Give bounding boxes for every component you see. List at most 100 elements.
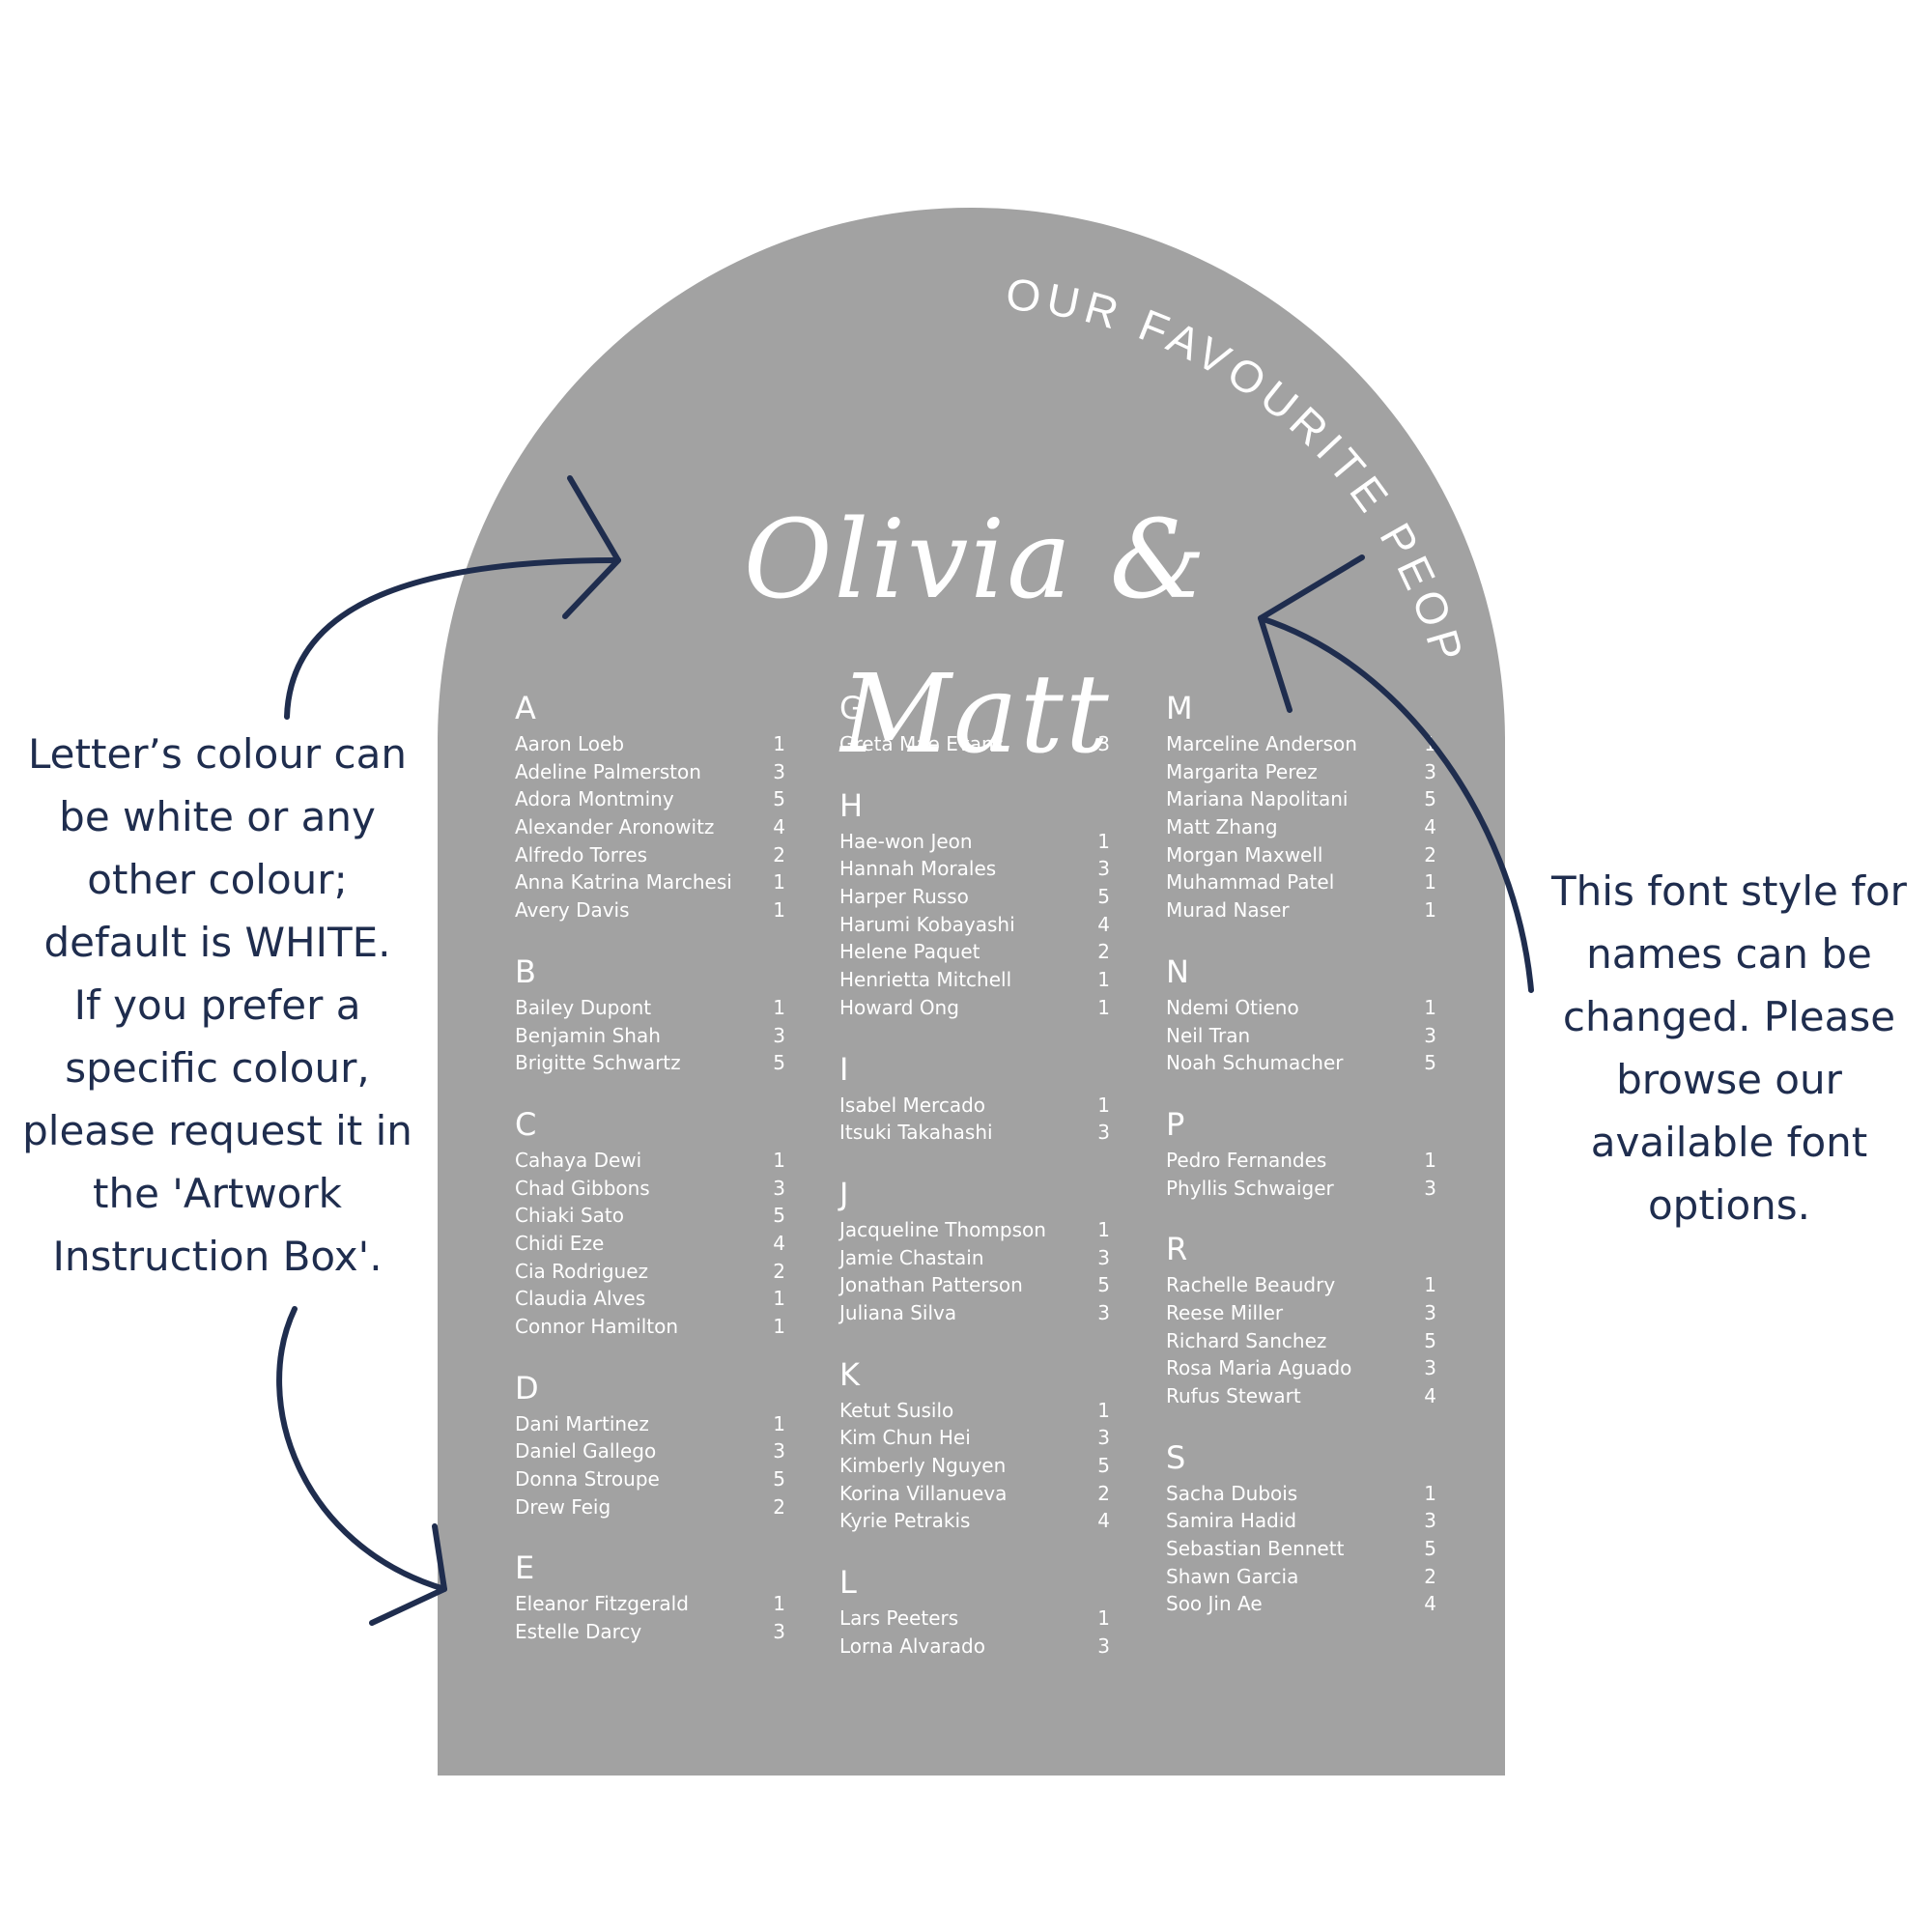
guest-name: Drew Feig (515, 1494, 611, 1519)
guest-name: Benjamin Shah (515, 1023, 661, 1047)
guest-name: Howard Ong (839, 995, 959, 1019)
guest-name: Rufus Stewart (1166, 1384, 1301, 1407)
table-number: 1 (1424, 870, 1436, 895)
table-number: 2 (1097, 940, 1110, 964)
guest-row: Harper Russo 5 (839, 883, 1110, 911)
table-number: 3 (1424, 1356, 1436, 1380)
guest-name: Kim Chun Hei (839, 1426, 971, 1450)
table-number: 5 (1097, 885, 1110, 909)
table-number: 4 (1424, 1384, 1436, 1407)
group-letter: S (1166, 1438, 1186, 1476)
guest-name: Cahaya Dewi (515, 1148, 642, 1172)
guest-name: Helene Paquet (839, 940, 980, 964)
couple-names: Olivia & Matt (743, 497, 1208, 778)
table-number: 4 (1097, 912, 1110, 936)
guest-name: Greta Mae Evans (839, 732, 1005, 755)
guest-name: Anna Katrina Marchesi (515, 870, 732, 895)
group-letter: G (839, 690, 864, 726)
table-number: 2 (773, 1494, 785, 1519)
group-letter: L (839, 1564, 857, 1602)
guest-name: Murad Naser (1166, 898, 1290, 923)
table-number: 1 (1424, 1481, 1436, 1505)
guest-name: Marceline Anderson (1166, 732, 1357, 755)
group-letter: K (839, 1355, 860, 1393)
guest-name: Reese Miller (1166, 1300, 1284, 1324)
guest-name: Margarita Perez (1166, 759, 1318, 783)
table-number: 3 (1424, 1509, 1436, 1533)
table-number: 1 (773, 732, 785, 755)
guest-name: Hannah Morales (839, 857, 997, 881)
guest-name: Harper Russo (839, 885, 969, 909)
table-number: 1 (1097, 1398, 1110, 1422)
table-number: 1 (1097, 995, 1110, 1019)
table-number: 1 (1424, 1148, 1436, 1172)
guest-name: Estelle Darcy (515, 1620, 642, 1644)
guest-name: Aaron Loeb (515, 732, 625, 755)
guest-name: Claudia Alves (515, 1287, 646, 1311)
guest-name: Jacqueline Thompson (839, 1217, 1046, 1241)
guest-name: Donna Stroupe (515, 1467, 660, 1492)
table-number: 3 (1424, 1300, 1436, 1324)
table-number: 3 (1097, 1300, 1110, 1324)
table-number: 4 (1424, 1592, 1436, 1616)
table-number: 5 (773, 1204, 785, 1228)
guest-name: Richard Sanchez (1166, 1328, 1327, 1352)
group-letter: H (839, 786, 864, 824)
table-number: 5 (773, 787, 785, 811)
group-letter: P (1166, 1105, 1185, 1143)
guest-row: Donna Stroupe 5 (515, 1465, 785, 1493)
group-letter: C (515, 1105, 537, 1143)
table-number: 1 (1097, 1217, 1110, 1241)
guest-name: Alexander Aronowitz (515, 815, 715, 839)
table-number: 5 (1097, 1273, 1110, 1297)
guest-name: Neil Tran (1166, 1023, 1251, 1047)
guest-name: Chad Gibbons (515, 1176, 650, 1200)
guest-row: Helene Paquet 2 (839, 938, 1110, 966)
table-number: 3 (773, 1176, 785, 1200)
table-number: 2 (773, 1259, 785, 1283)
table-number: 3 (1424, 1176, 1436, 1200)
table-number: 3 (1097, 1426, 1110, 1450)
guest-name: Brigitte Schwartz (515, 1051, 681, 1075)
guest-name: Henrietta Mitchell (839, 968, 1012, 992)
table-number: 5 (773, 1467, 785, 1492)
table-number: 1 (773, 870, 785, 895)
table-number: 1 (1097, 968, 1110, 992)
table-number: 1 (773, 995, 785, 1019)
guest-name: Isabel Mercado (839, 1093, 986, 1117)
table-number: 1 (1097, 1093, 1110, 1117)
arrowhead-sign-edge (369, 1523, 447, 1626)
table-number: 1 (1424, 1273, 1436, 1297)
guest-name: Lorna Alvarado (839, 1634, 985, 1658)
table-number: 5 (1424, 1537, 1436, 1561)
table-number: 2 (773, 842, 785, 867)
table-number: 1 (1097, 829, 1110, 853)
guest-name: Shawn Garcia (1166, 1564, 1299, 1588)
guest-name: Alfredo Torres (515, 842, 648, 867)
